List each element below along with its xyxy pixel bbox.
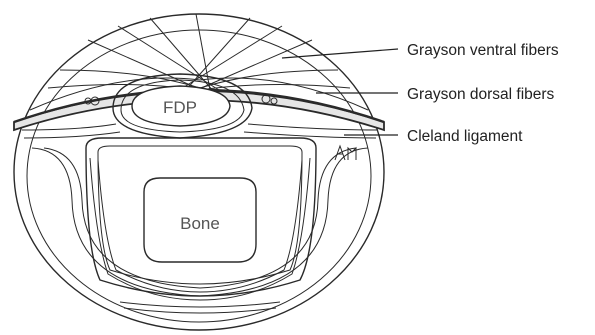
bottom-band-2 (124, 308, 276, 313)
cleland-label: Cleland ligament (407, 128, 523, 145)
inner-skin-outline (27, 30, 371, 322)
bottom-band (120, 302, 280, 307)
grayson-ventral-leader (282, 49, 398, 58)
fdp-label: FDP (163, 98, 197, 117)
cleland-right-upper (248, 124, 378, 130)
cleland-left-lower (24, 132, 120, 138)
grayson-ventral-label: Grayson ventral fibers (407, 42, 559, 59)
grayson-dorsal-label: Grayson dorsal fibers (407, 86, 555, 103)
bone-label: Bone (180, 214, 220, 233)
outer-skin-outline (14, 14, 384, 330)
